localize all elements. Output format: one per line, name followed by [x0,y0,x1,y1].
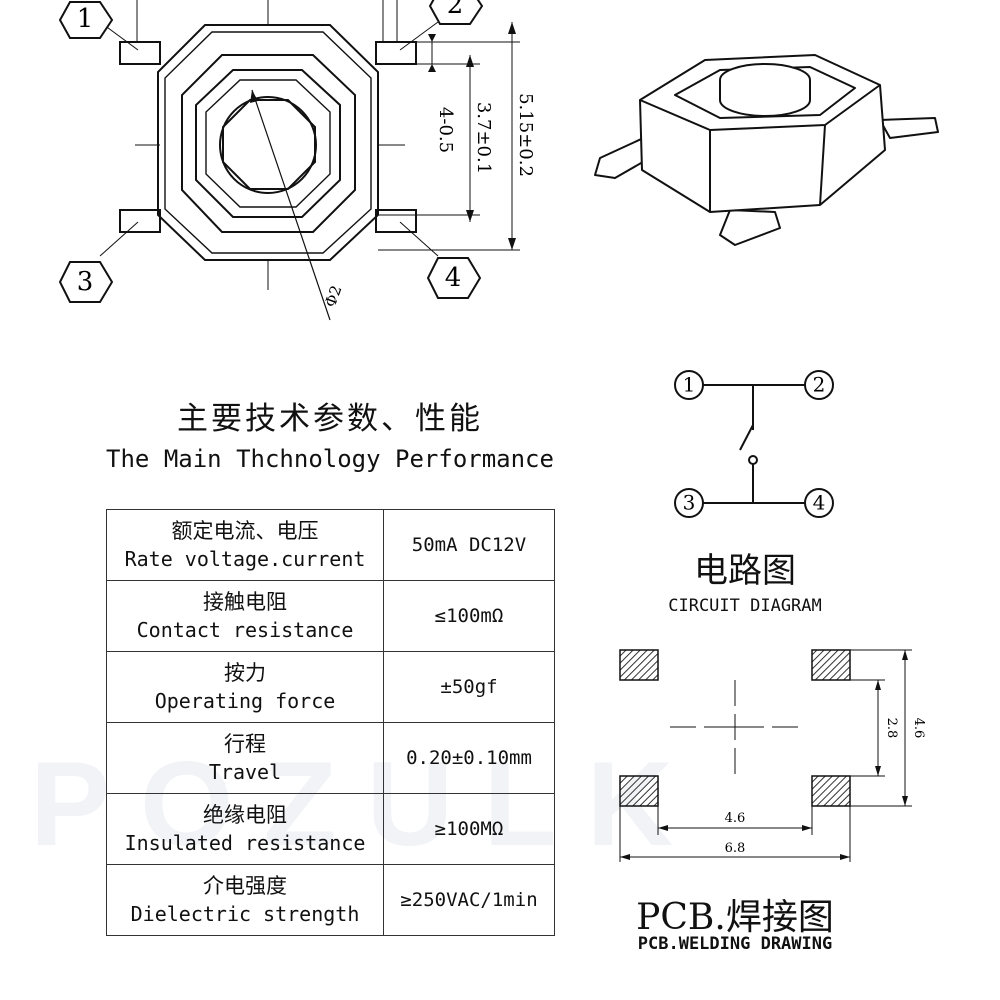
pin-label-3: 3 [77,267,94,297]
pcb-dim-outer-width: 6.8 [725,841,746,856]
spec-label-en: Rate voltage.current [124,547,366,571]
circuit-node-label-3: 3 [683,491,696,515]
dim-body-inner: 3.7±0.1 [473,102,494,174]
pcb-title-en: PCB.WELDING DRAWING [637,934,833,954]
table-row: 介电强度 Dielectric strength ≥250VAC/1min [106,864,555,936]
spec-value-cell: ≥100MΩ [383,793,555,865]
spec-label-cell: 接触电阻 Contact resistance [106,580,384,652]
circuit-title-cn: 电路图 [694,551,796,591]
dimension-drawing: 1 2 3 4 5.15±0.2 3.7±0.1 4-0.5 Φ2 [58,0,536,321]
pcb-dim-inner-width: 4.6 [725,811,746,826]
pin-label-1: 1 [77,4,94,34]
spec-label-cell: 额定电流、电压 Rate voltage.current [106,509,384,581]
pin-label-4: 4 [445,263,462,293]
spec-value-cell: 0.20±0.10mm [383,722,555,794]
pcb-pad [619,775,659,807]
table-row: 按力 Operating force ±50gf [106,651,555,723]
pcb-pad [619,649,659,681]
circuit-node-label-2: 2 [813,373,826,397]
dim-total-height: 5.15±0.2 [515,93,536,177]
spec-label-cn: 额定电流、电压 [171,519,319,543]
pcb-pad [811,775,851,807]
circuit-node-2 [804,370,834,400]
pcb-drawing: 4.6 6.8 2.8 4.6 [619,649,926,862]
circuit-diagram: 1 2 3 4 [674,370,834,518]
spec-label-en: Dielectric strength [130,902,360,926]
pin-label-2: 2 [447,0,464,20]
spec-value-cell: ≥250VAC/1min [383,864,555,936]
circuit-node-3 [674,488,704,518]
spec-table: 额定电流、电压 Rate voltage.current 50mA DC12V 接… [106,509,555,936]
pin-1-marker [58,0,114,39]
spec-title-en: The Main Thchnology Performance [106,445,554,473]
spec-label-en: Insulated resistance [124,831,366,855]
table-row: 接触电阻 Contact resistance ≤100mΩ [106,580,555,652]
spec-label-cn: 接触电阻 [203,590,287,614]
circuit-node-1 [674,370,704,400]
spec-label-cell: 按力 Operating force [106,651,384,723]
pcb-dim-inner-height: 2.8 [884,718,899,739]
spec-value-cell: ±50gf [383,651,555,723]
circuit-node-label-4: 4 [813,491,826,515]
dim-pin-width: 4-0.5 [435,107,456,153]
pcb-title-cn: PCB.焊接图 [636,897,834,938]
circuit-node-label-1: 1 [683,373,696,397]
spec-label-cn: 绝缘电阻 [203,803,287,827]
dim-button-diameter: Φ2 [321,283,345,310]
table-row: 额定电流、电压 Rate voltage.current 50mA DC12V [106,509,555,581]
spec-value-cell: ≤100mΩ [383,580,555,652]
spec-label-cn: 行程 [224,732,266,756]
spec-label-en: Operating force [154,689,336,713]
spec-label-cell: 介电强度 Dielectric strength [106,864,384,936]
spec-label-en: Contact resistance [136,618,354,642]
circuit-node-4 [804,488,834,518]
pin-4-marker [426,257,482,299]
spec-label-cn: 按力 [224,661,266,685]
spec-value-cell: 50mA DC12V [383,509,555,581]
spec-label-cell: 绝缘电阻 Insulated resistance [106,793,384,865]
spec-title-cn: 主要技术参数、性能 [177,401,483,437]
spec-label-en: Travel [208,760,282,784]
table-row: 绝缘电阻 Insulated resistance ≥100MΩ [106,793,555,865]
pcb-dim-outer-height: 4.6 [911,718,926,739]
pcb-pad [811,649,851,681]
spec-label-cn: 介电强度 [203,874,287,898]
circuit-title-en: CIRCUIT DIAGRAM [668,596,822,616]
table-row: 行程 Travel 0.20±0.10mm [106,722,555,794]
spec-label-cell: 行程 Travel [106,722,384,794]
pin-3-marker [58,261,114,303]
pin-2-marker [428,0,484,25]
switch-3d-view [594,54,939,246]
